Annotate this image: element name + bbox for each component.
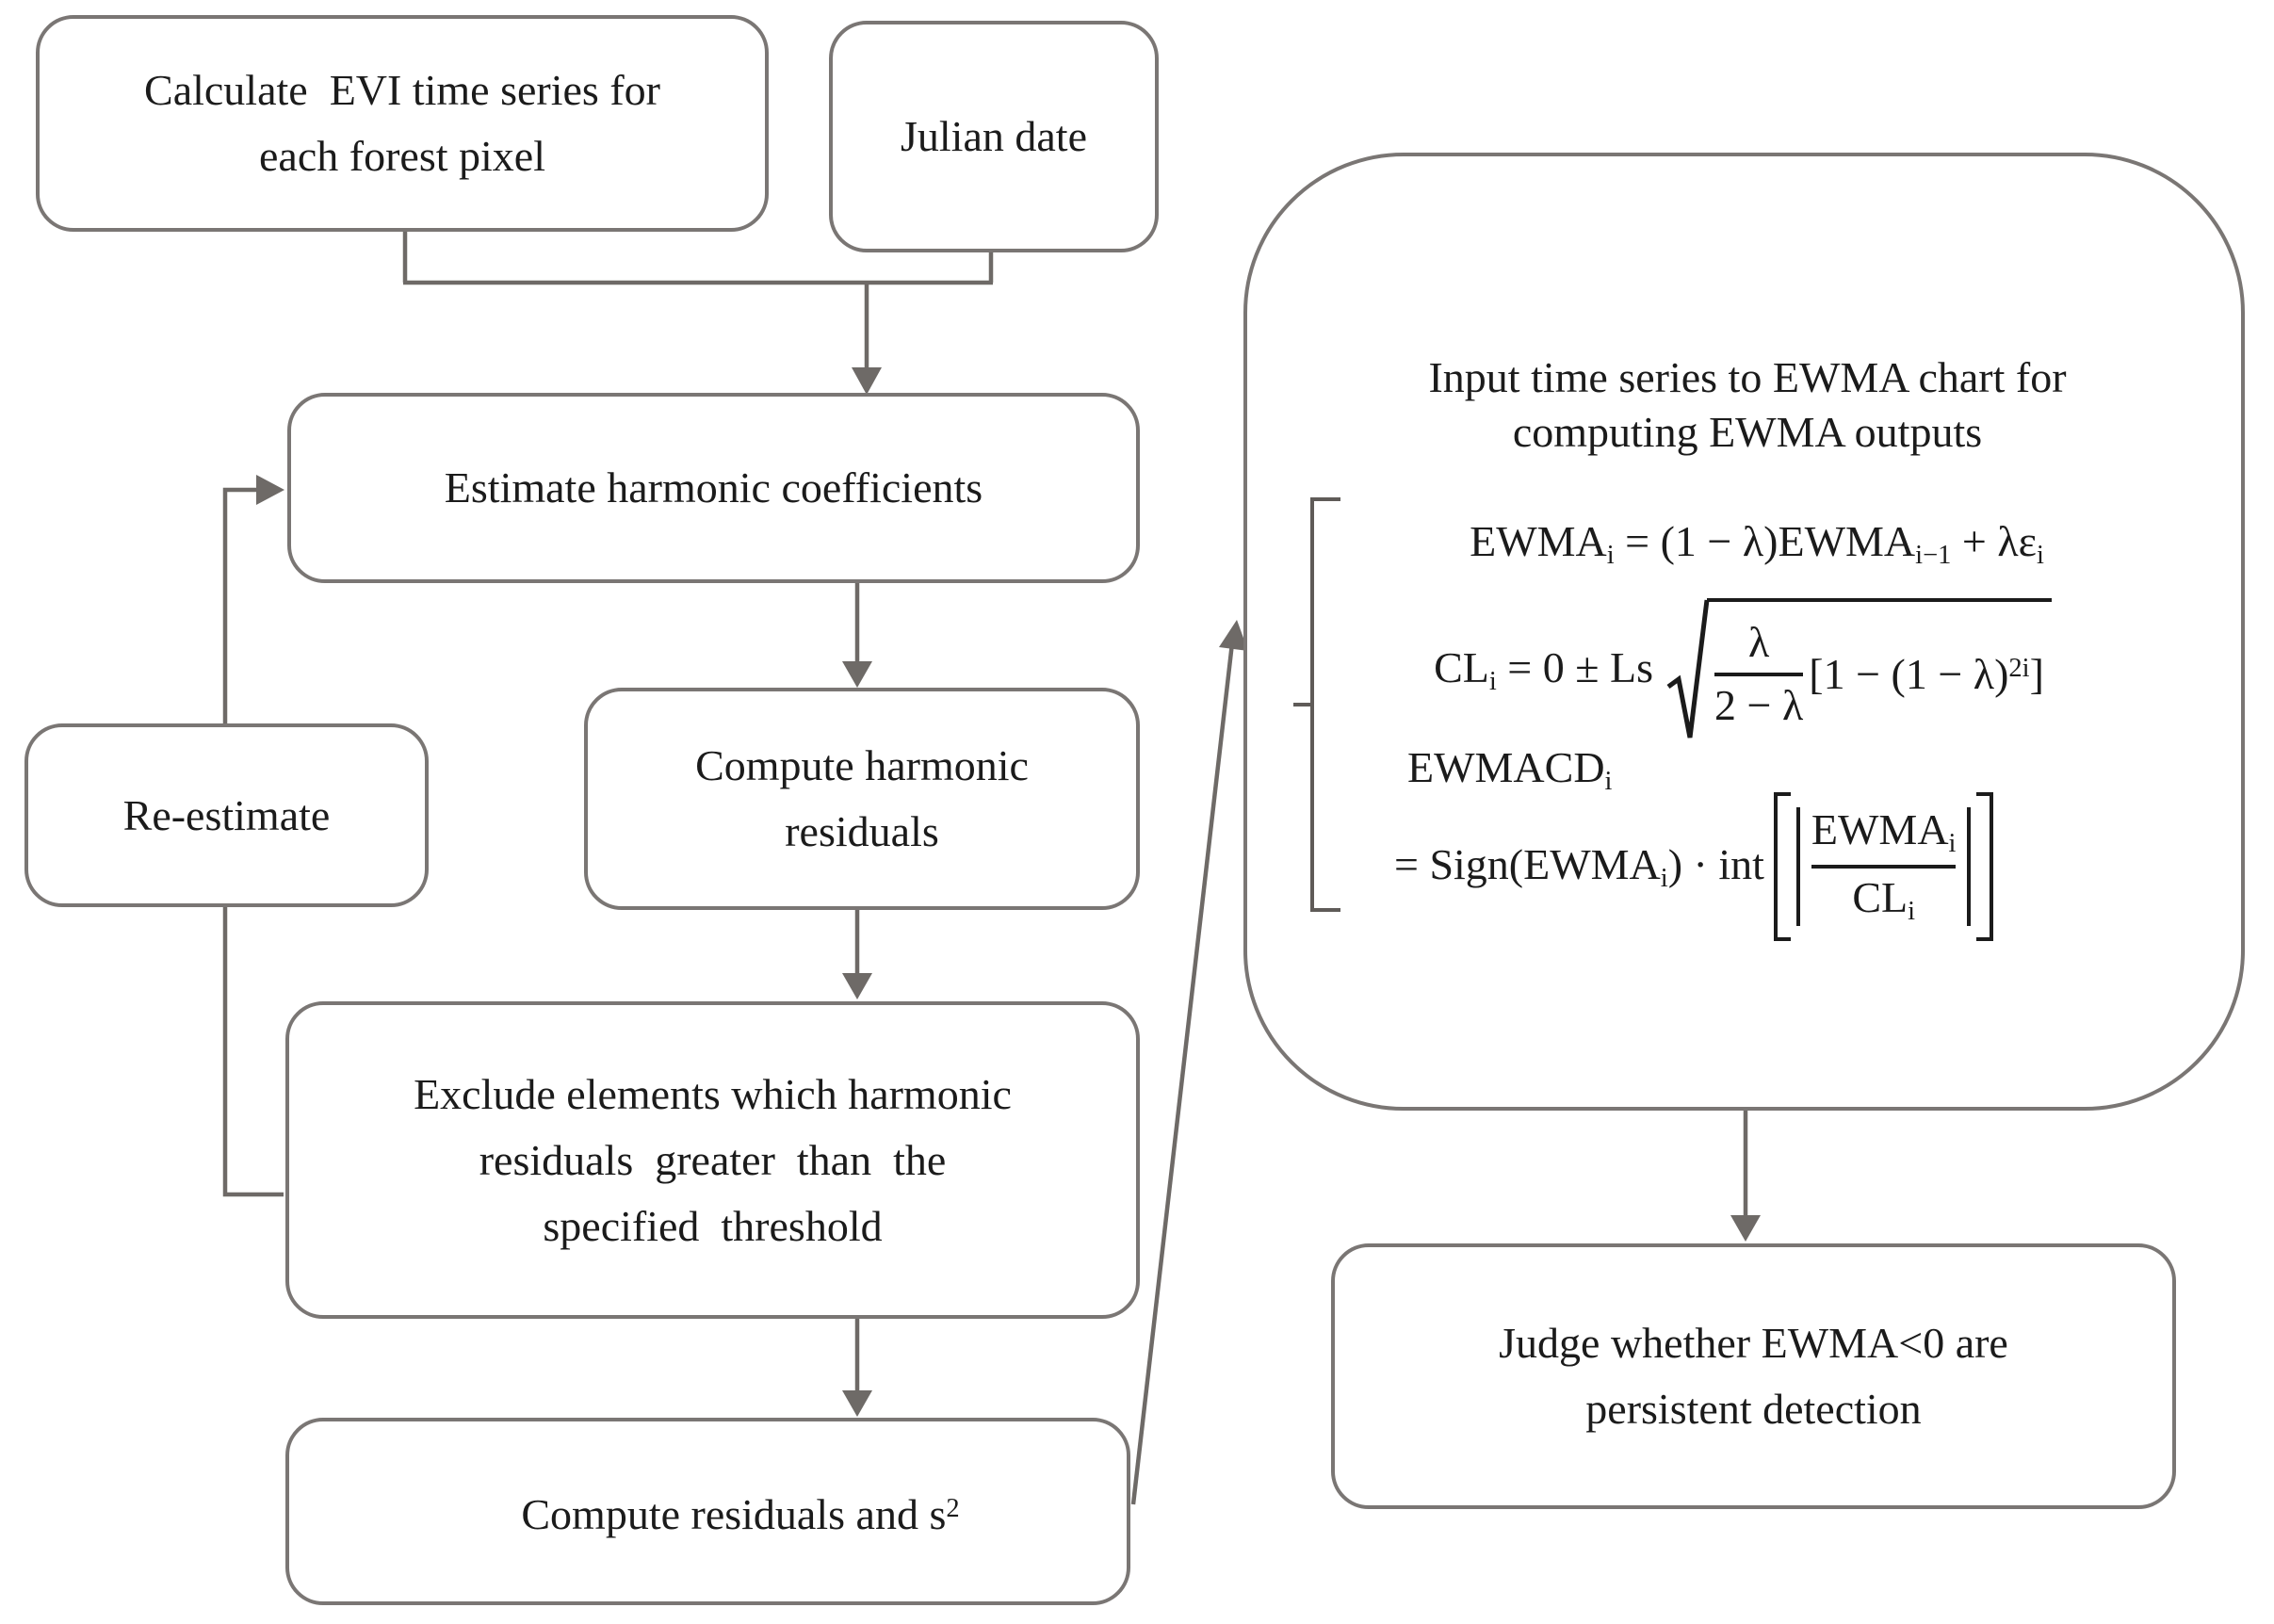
equation-group-bracket-icon: [1293, 497, 1340, 912]
ewma-panel-title-line2: computing EWMA outputs: [1512, 408, 1983, 456]
equation-control-limit: CLi = 0 ± Ls λ 2 − λ [1 − (1 − λ)2i]: [1319, 592, 2167, 747]
compute-residuals-sup: 2: [946, 1493, 960, 1523]
box-exclude-line2: residuals greater than the: [479, 1135, 947, 1184]
ewma-panel-title: Input time series to EWMA chart for comp…: [1309, 350, 2185, 460]
equation-ewmacd-head: EWMACDi: [1407, 743, 1613, 796]
equation-ewmacd-body: = Sign(EWMAi) · int EWMAi CLi: [1394, 791, 2176, 942]
box-exclude-elements: Exclude elements which harmonic residual…: [285, 1001, 1140, 1319]
box-judge-line2: persistent detection: [1585, 1385, 1922, 1433]
box-estimate-harmonic-label: Estimate harmonic coefficients: [444, 463, 983, 512]
box-exclude-line1: Exclude elements which harmonic: [414, 1069, 1012, 1118]
ewma-to-judge-arrowhead: [1730, 1215, 1761, 1242]
box-re-estimate-label: Re-estimate: [122, 790, 331, 839]
box-calc-evi: Calculate EVI time series for each fores…: [36, 15, 769, 232]
reestimate-loop-bottom-line: [222, 900, 284, 1197]
box-compute-harmonic-residuals: Compute harmonic residuals: [584, 688, 1140, 910]
residuals-to-ewma-arrowhead: [1219, 620, 1248, 651]
lambda-fraction: λ 2 − λ: [1714, 617, 1804, 729]
ewma-cl-fraction: EWMAi CLi: [1811, 805, 1957, 926]
box-exclude-line3: specified threshold: [543, 1201, 883, 1250]
box-estimate-harmonic: Estimate harmonic coefficients: [287, 393, 1140, 583]
reestimate-loop-top-line: [222, 487, 258, 723]
compute-to-exclude-arrowhead: [842, 973, 872, 999]
exclude-to-residuals-arrowhead: [842, 1390, 872, 1417]
box-compute-harmonic-line1: Compute harmonic: [695, 741, 1029, 789]
merge-arrowhead: [852, 367, 882, 395]
merge-connector-line: [402, 227, 994, 369]
box-compute-residuals-s2: Compute residuals and s2: [285, 1418, 1130, 1605]
box-re-estimate: Re-estimate: [24, 723, 429, 907]
compute-residuals-text: Compute residuals and s: [521, 1489, 947, 1538]
box-judge-persistent: Judge whether EWMA<0 are persistent dete…: [1331, 1243, 2176, 1509]
ewma-panel-title-line1: Input time series to EWMA chart for: [1428, 353, 2067, 401]
residuals-to-ewma-diagonal-line: [1130, 634, 1236, 1505]
ewma-panel: [1243, 153, 2245, 1111]
box-compute-residuals-label: Compute residuals and s2: [456, 1410, 959, 1614]
reestimate-loop-arrowhead: [256, 475, 284, 505]
abs-bar-left-icon: [1795, 807, 1800, 926]
radical-icon: λ 2 − λ [1 − (1 − λ)2i]: [1666, 597, 2052, 741]
box-compute-harmonic-line2: residuals: [785, 807, 939, 855]
box-calc-evi-line1: Calculate EVI time series for: [144, 66, 660, 114]
int-bracket-group: EWMAi CLi: [1773, 792, 1994, 941]
estimate-to-compute-arrowhead: [842, 661, 872, 688]
box-julian-date: Julian date: [829, 21, 1159, 252]
equation-ewma: EWMAi = (1 − λ)EWMAi−1 + λεi: [1470, 517, 2044, 570]
left-square-bracket-icon: [1773, 792, 1791, 941]
box-calc-evi-line2: each forest pixel: [259, 132, 545, 180]
box-julian-date-label: Julian date: [901, 112, 1087, 160]
box-judge-line1: Judge whether EWMA<0 are: [1499, 1319, 2008, 1367]
right-square-bracket-icon: [1976, 792, 1994, 941]
abs-bar-right-icon: [1967, 807, 1972, 926]
